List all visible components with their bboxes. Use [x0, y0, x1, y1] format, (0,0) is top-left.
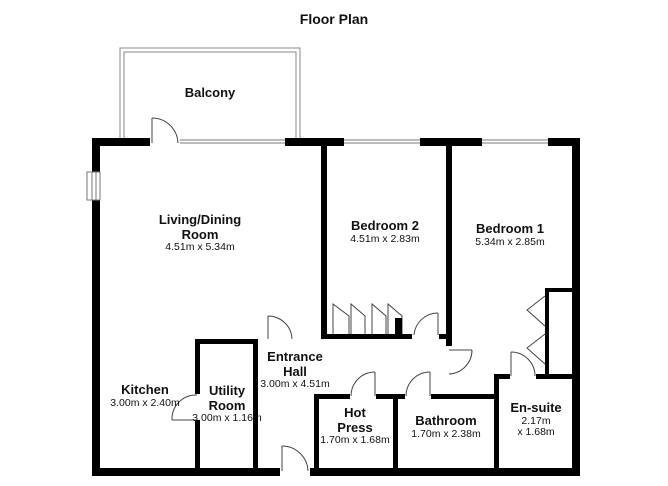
room-name: Bedroom 1 [476, 221, 544, 236]
room-name: Entrance Hall [267, 349, 323, 379]
room-label-utility: Utility Room 3.00m x 1.16m [187, 383, 267, 425]
room-dimensions: 3.00m x 2.40m [110, 396, 180, 409]
room-label-bathroom: Bathroom 1.70m x 2.38m [400, 413, 492, 440]
room-label-bedroom-1: Bedroom 1 5.34m x 2.85m [460, 221, 560, 248]
room-label-entrance-hall: Entrance Hall 3.00m x 4.51m [245, 349, 345, 391]
room-name: Bathroom [415, 413, 477, 428]
room-dimensions: 2.17m x 1.68m [517, 414, 555, 439]
room-label-hot-press: Hot Press 1.70m x 1.68m [316, 405, 394, 447]
wardrobe-bedroom-2 [332, 302, 403, 338]
room-dimensions: 4.51m x 2.83m [350, 232, 420, 245]
room-label-balcony: Balcony [160, 85, 260, 101]
room-label-kitchen: Kitchen 3.00m x 2.40m [100, 382, 190, 409]
wardrobe-bedroom-1 [526, 288, 549, 374]
room-name: Kitchen [121, 382, 169, 397]
room-label-living-dining: Living/Dining Room 4.51m x 5.34m [130, 212, 270, 254]
room-dimensions: 4.51m x 5.34m [165, 241, 235, 254]
room-name: En-suite [510, 400, 562, 415]
room-label-bedroom-2: Bedroom 2 4.51m x 2.83m [335, 218, 435, 245]
doors [150, 117, 536, 477]
room-label-en-suite: En-suite 2.17m x 1.68m [500, 400, 572, 439]
room-dimensions: 5.34m x 2.85m [475, 235, 545, 248]
room-dimensions: 1.70m x 2.38m [411, 427, 481, 440]
room-name: Living/Dining Room [158, 212, 242, 242]
room-dimensions: 3.00m x 4.51m [260, 378, 330, 391]
room-name: Utility Room [208, 383, 246, 413]
outer-walls [92, 138, 580, 476]
room-name: Balcony [184, 85, 236, 100]
room-name: Bedroom 2 [351, 218, 419, 233]
room-name: Hot Press [337, 405, 373, 435]
windows [86, 137, 548, 201]
page-title: Floor Plan [299, 11, 369, 27]
room-dimensions: 3.00m x 1.16m [192, 412, 262, 425]
room-dimensions: 1.70m x 1.68m [320, 434, 390, 447]
